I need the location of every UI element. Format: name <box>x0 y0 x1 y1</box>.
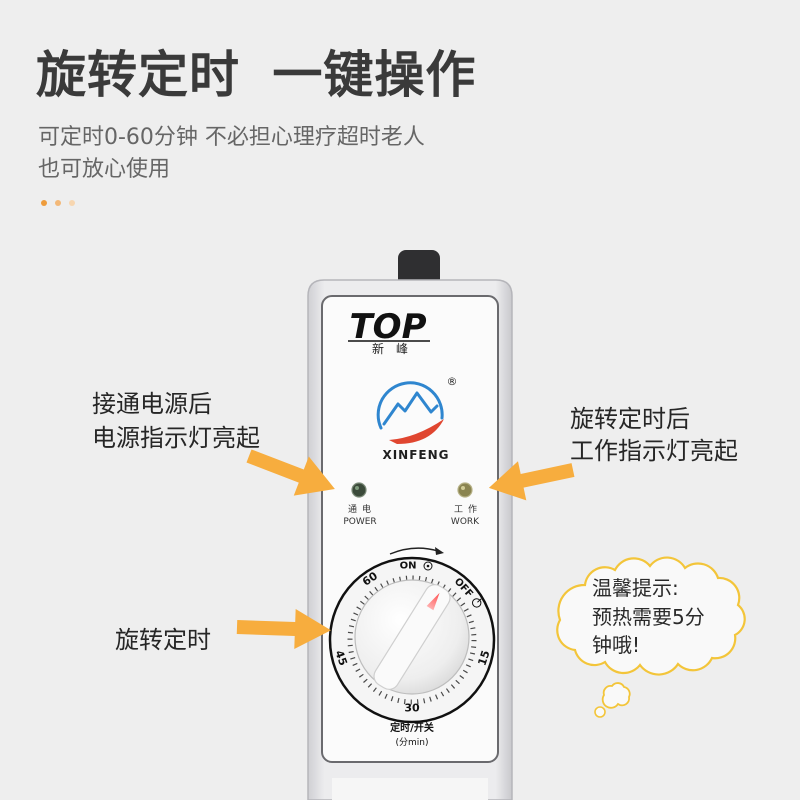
registered-mark: ® <box>447 375 458 388</box>
device-base <box>332 778 488 800</box>
work-led-highlight <box>461 486 465 490</box>
power-callout-line-2: 电源指示灯亮起 <box>92 424 260 452</box>
power-icon <box>472 598 482 608</box>
dial-callout: 旋转定时 <box>115 626 211 654</box>
dial-label-on: ON <box>400 561 417 572</box>
power-indicator-led <box>351 482 367 498</box>
tip-line-1: 温馨提示: <box>592 576 679 600</box>
power-led-highlight <box>355 486 359 490</box>
power-led-label-cn: 通电 <box>348 503 376 515</box>
tip-cloud-puff <box>601 682 631 709</box>
power-callout-line-1: 接通电源后 <box>92 390 212 418</box>
mountain-logo-icon <box>376 381 444 444</box>
tip-line-3: 钟哦! <box>592 633 641 657</box>
brand-cn: 新峰 <box>372 341 420 356</box>
arrow-to-power-led <box>246 449 335 496</box>
work-indicator-led <box>457 482 473 498</box>
dial-tick-ring <box>347 575 477 705</box>
work-callout-line-2: 工作指示灯亮起 <box>570 437 738 465</box>
arrow-to-dial <box>236 609 331 650</box>
knob-pointer-indicator <box>426 592 440 611</box>
power-led-label-en: POWER <box>343 517 376 527</box>
work-callout-line-1: 旋转定时后 <box>570 405 690 433</box>
timer-knob[interactable] <box>354 579 470 695</box>
dial-label-30: 30 <box>404 702 420 715</box>
rotation-arrow-icon <box>389 547 439 555</box>
dial-caption: 定时/开关 <box>390 721 434 734</box>
subtitle-line-2: 也可放心使用 <box>38 157 171 182</box>
decor-dot-1 <box>41 200 47 206</box>
decor-dot-2 <box>55 200 61 206</box>
subtitle-line-1: 可定时0-60分钟 不必担心理疗超时老人 <box>38 125 425 150</box>
work-led-label-cn: 工作 <box>454 503 482 515</box>
arrow-to-work-led <box>488 461 575 501</box>
decor-dot-3 <box>69 200 75 206</box>
dial-label-45: 45 <box>332 649 349 668</box>
tip-cloud-dot <box>594 706 606 718</box>
tip-cloud-bubble <box>556 556 746 676</box>
tip-line-2: 预热需要5分 <box>592 605 705 629</box>
dial-unit: (分min) <box>396 737 429 748</box>
page-title: 旋转定时 一键操作 <box>36 46 477 104</box>
dial-label-15: 15 <box>475 649 492 668</box>
logo-text: XINFENG <box>382 448 449 462</box>
work-led-label-en: WORK <box>451 517 480 527</box>
circle-dot-icon <box>423 561 433 571</box>
rotation-arrowhead <box>435 547 444 555</box>
